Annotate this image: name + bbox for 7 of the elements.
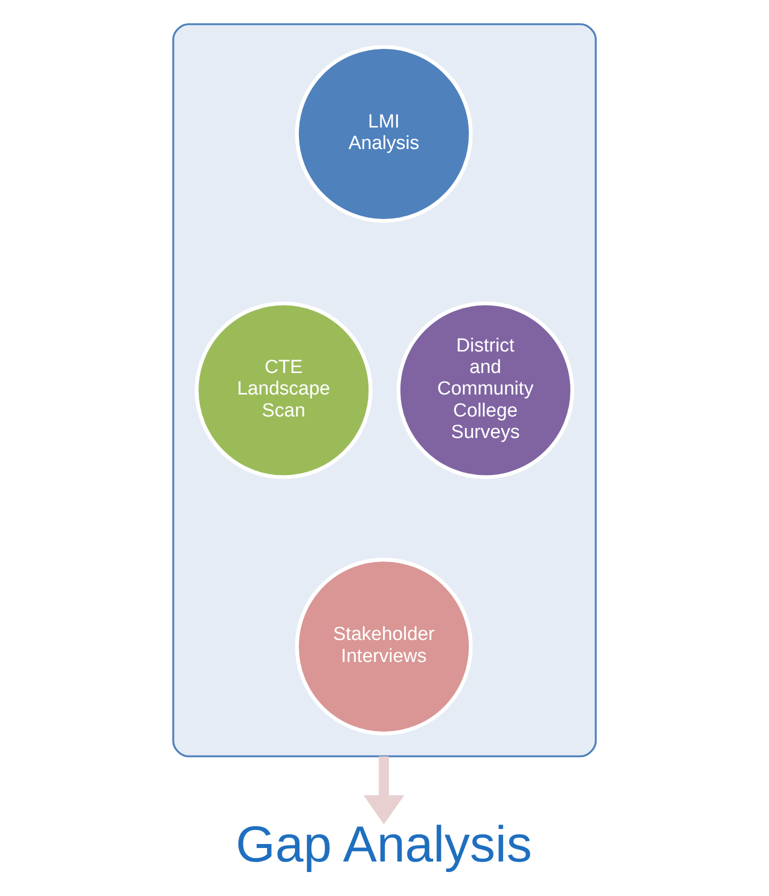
node-circle: CTE Landscape Scan <box>194 301 372 480</box>
node-text: Gap Analysis <box>236 816 532 873</box>
node-circle: LMI Analysis <box>295 45 473 223</box>
node-circle: Stakeholder Interviews <box>295 558 473 736</box>
cluster <box>172 23 597 758</box>
node-circle: District and Community College Surveys <box>396 301 574 480</box>
arrow <box>363 756 404 824</box>
